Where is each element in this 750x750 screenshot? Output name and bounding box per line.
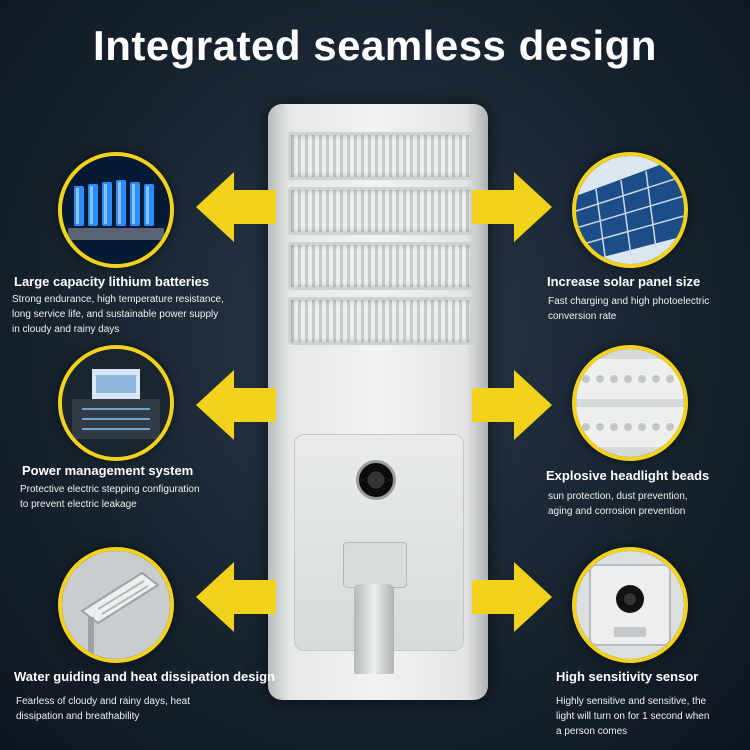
sensor-lens [356,460,396,500]
desc-line: a person comes [556,726,628,737]
pole-mount [354,584,394,674]
feature-desc-solar: Fast charging and high photoelectric con… [548,294,709,324]
feature-desc-beads: sun protection, dust prevention, aging a… [548,489,688,519]
desc-line: Highly sensitive and sensitive, the [556,696,707,707]
desc-line: in cloudy and rainy days [12,324,120,335]
led-module [288,187,474,235]
desc-line: conversion rate [548,311,617,322]
feature-title-water: Water guiding and heat dissipation desig… [14,669,275,684]
desc-line: Fearless of cloudy and rainy days, heat [16,696,190,707]
arrow-left-icon [196,370,276,440]
arrow-right-icon [472,370,552,440]
desc-line: sun protection, dust prevention, [548,491,688,502]
motion-sensor-icon [572,547,688,663]
battery-cells-icon [58,152,174,268]
feature-title-power: Power management system [22,463,194,478]
arrow-left-icon [196,562,276,632]
feature-desc-sensor: Highly sensitive and sensitive, the ligh… [556,694,709,739]
feature-desc-water: Fearless of cloudy and rainy days, heat … [16,694,190,724]
street-lamp-icon [58,547,174,663]
solar-street-lamp [268,104,488,700]
arrow-right-icon [472,172,552,242]
arrow-right-icon [472,562,552,632]
desc-line: Protective electric stepping configurati… [20,484,200,495]
led-module [288,242,474,290]
desc-line: light will turn on for 1 second when [556,711,710,722]
feature-desc-power: Protective electric stepping configurati… [20,482,200,512]
chip-board-icon [58,345,174,461]
mount-bracket [343,542,407,588]
feature-title-batteries: Large capacity lithium batteries [14,274,210,289]
solar-panel-icon [572,152,688,268]
desc-line: aging and corrosion prevention [548,506,686,517]
desc-line: Fast charging and high photoelectric [548,296,710,307]
led-module [288,297,474,345]
desc-line: Strong endurance, high temperature resis… [12,294,224,305]
feature-desc-batteries: Strong endurance, high temperature resis… [12,292,224,337]
arrow-left-icon [196,172,276,242]
feature-title-solar: Increase solar panel size [547,274,701,289]
led-beads-icon [572,345,688,461]
desc-line: to prevent electric leakage [20,499,137,510]
feature-title-sensor: High sensitivity sensor [556,669,699,684]
page-title: Integrated seamless design [93,22,657,69]
desc-line: dissipation and breathability [16,711,140,722]
feature-title-beads: Explosive headlight beads [546,468,710,483]
desc-line: long service life, and sustainable power… [12,309,219,320]
led-module [288,132,474,180]
